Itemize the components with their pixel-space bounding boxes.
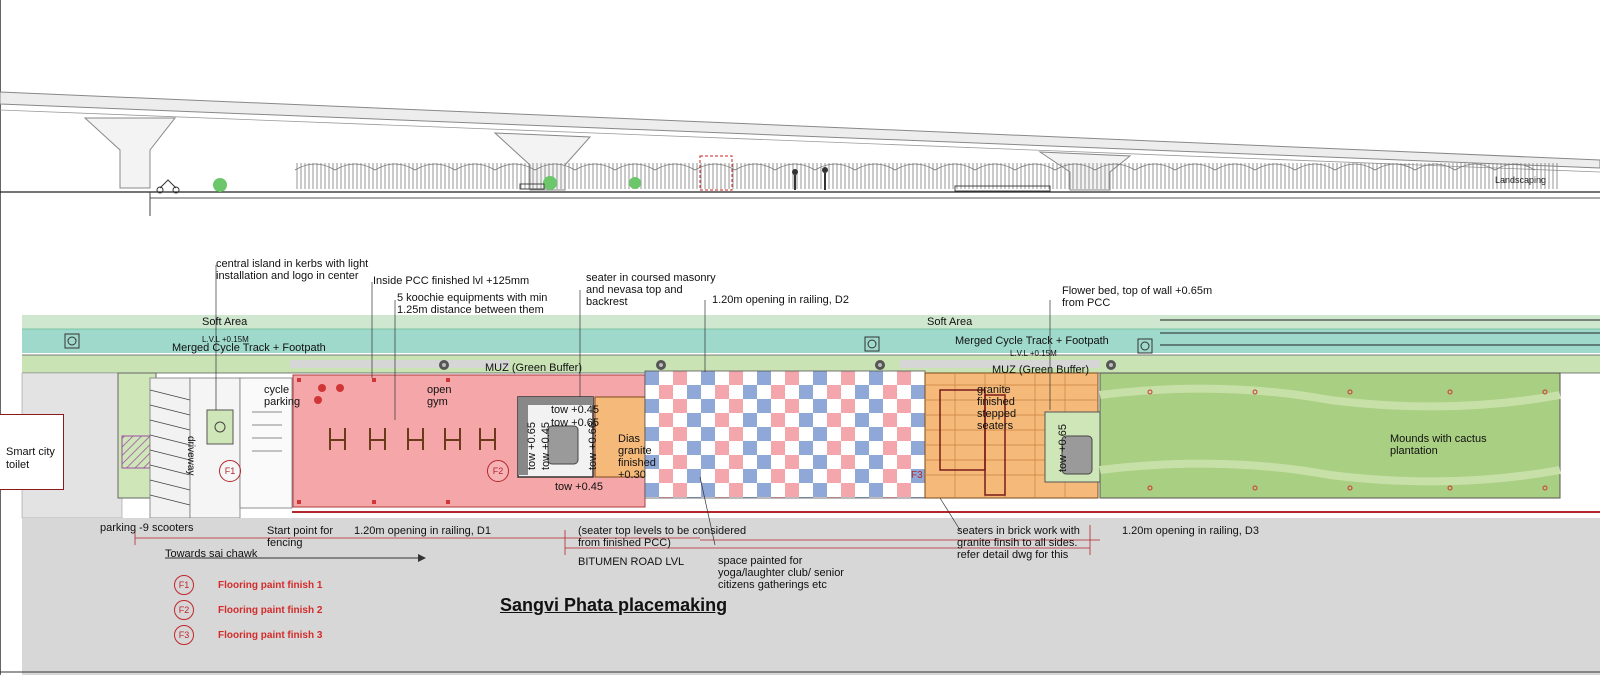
drawing-title: Sangvi Phata placemaking (500, 595, 728, 615)
legend-label: Flooring paint finish 3 (218, 629, 323, 641)
legend-label: Flooring paint finish 2 (218, 604, 323, 616)
scooter-parking-bays (149, 377, 191, 519)
label-cycle-track-2: Merged Cycle Track + Footpath (955, 335, 1109, 347)
person-icon (792, 169, 798, 190)
label-koochie: 5 koochie equipments with min 1.25m dist… (397, 292, 548, 316)
manhole-icon (864, 336, 880, 352)
label-dias: Dias granite finished +0.30 (618, 433, 656, 481)
legend-circle: F3 (174, 625, 194, 645)
label-parking-scooters: parking -9 scooters (100, 522, 194, 534)
label-lvl-1: L.V.L +0.15M (202, 335, 249, 344)
label-inside-pcc: Inside PCC finished lvl +125mm (373, 275, 530, 287)
label-opening-d2: 1.20m opening in railing, D2 (712, 294, 849, 306)
tree-icon (543, 176, 557, 190)
label-lvl-2: L.V.L +0.15M (1010, 349, 1057, 358)
label-seater-top: (seater top levels to be considered from… (578, 525, 747, 549)
legend-label: Flooring paint finish 1 (218, 579, 323, 591)
lamp-icon (875, 360, 885, 370)
smart-toilet-box (0, 414, 64, 490)
muz-green-buffer (22, 355, 1600, 373)
label-tow-065-v3: tow +0.65 (1057, 423, 1069, 472)
legend-item-f2: F2 Flooring paint finish 2 (174, 599, 322, 621)
label-seater-masonry: seater in coursed masonry and nevasa top… (586, 272, 716, 308)
road-surface (22, 518, 1600, 675)
label-tow-045-a: tow +0.45 (551, 404, 600, 416)
section-label-landscaping: Landscaping (1495, 175, 1547, 185)
checker-painted-zone (644, 370, 926, 499)
tree-icon (629, 177, 641, 189)
lamp-icon (439, 360, 449, 370)
label-muz-1: MUZ (Green Buffer) (485, 362, 582, 374)
scooter-icon (156, 179, 180, 194)
lamp-icon (1106, 360, 1116, 370)
label-towards: Towards sai chawk (165, 548, 258, 560)
marker-f3: F3 (911, 470, 923, 481)
label-driveway: driveway (185, 436, 196, 476)
legend-item-f1: F1 Flooring paint finish 1 (174, 574, 322, 596)
label-opening-d3: 1.20m opening in railing, D3 (1122, 525, 1259, 537)
cycle-parking-area (239, 377, 293, 509)
leader-lines (215, 265, 1051, 546)
label-start-point: Start point for fencing (267, 525, 334, 549)
tree-icon (213, 178, 227, 192)
label-tow-045-b: tow +0.45 (555, 481, 604, 493)
label-open-gym: open gym (427, 384, 452, 408)
label-muz-2: MUZ (Green Buffer) (992, 364, 1089, 376)
label-cycle-parking: cycle parking (264, 384, 301, 408)
label-tow-065-v1: tow +0.65 (526, 421, 538, 470)
gym-equipment (329, 428, 496, 450)
legend-circle: F2 (174, 600, 194, 620)
label-soft-area-2: Soft Area (927, 316, 973, 328)
driveway-area (189, 377, 241, 519)
manhole-icon (64, 333, 80, 349)
label-tow-065-a: tow +0.65 (551, 417, 600, 429)
legend-item-f3: F3 Flooring paint finish 3 (174, 624, 322, 646)
light-installation (699, 155, 733, 191)
label-bitumen: BITUMEN ROAD LVL (578, 556, 685, 568)
label-mounds: Mounds with cactus plantation (1390, 433, 1487, 457)
label-granite-seaters: granite finished stepped seaters (977, 384, 1017, 432)
label-soft-area-1: Soft Area (202, 316, 248, 328)
label-flower-bed: Flower bed, top of wall +0.65m from PCC (1062, 285, 1213, 309)
red-bollards (297, 378, 450, 504)
marker-f2: F2 (487, 460, 509, 482)
label-tow-066-v: tow +0.66 (587, 421, 599, 470)
flyover-pier (83, 117, 177, 189)
label-smart-toilet: Smart city toilet (6, 446, 55, 471)
legend-circle: F1 (174, 575, 194, 595)
label-central-island: central island in kerbs with light insta… (216, 258, 369, 282)
manhole-icon (1137, 338, 1153, 354)
person-icon (822, 167, 828, 190)
dias-platform (594, 396, 646, 478)
soft-area-strip (22, 315, 1600, 329)
plan-view (0, 265, 1600, 675)
label-cycle-track-1: Merged Cycle Track + Footpath (172, 342, 326, 354)
marker-f1: F1 (219, 460, 241, 482)
fence-elevation (295, 163, 1560, 189)
cactus-markers (1147, 389, 1548, 491)
label-opening-d1: 1.20m opening in railing, D1 (354, 525, 491, 537)
lamp-icon (656, 360, 666, 370)
label-tow-045-v: tow +0.45 (540, 421, 552, 470)
label-space-painted: space painted for yoga/laughter club/ se… (718, 555, 844, 591)
label-seaters-brick: seaters in brick work with granite finsi… (957, 525, 1080, 561)
